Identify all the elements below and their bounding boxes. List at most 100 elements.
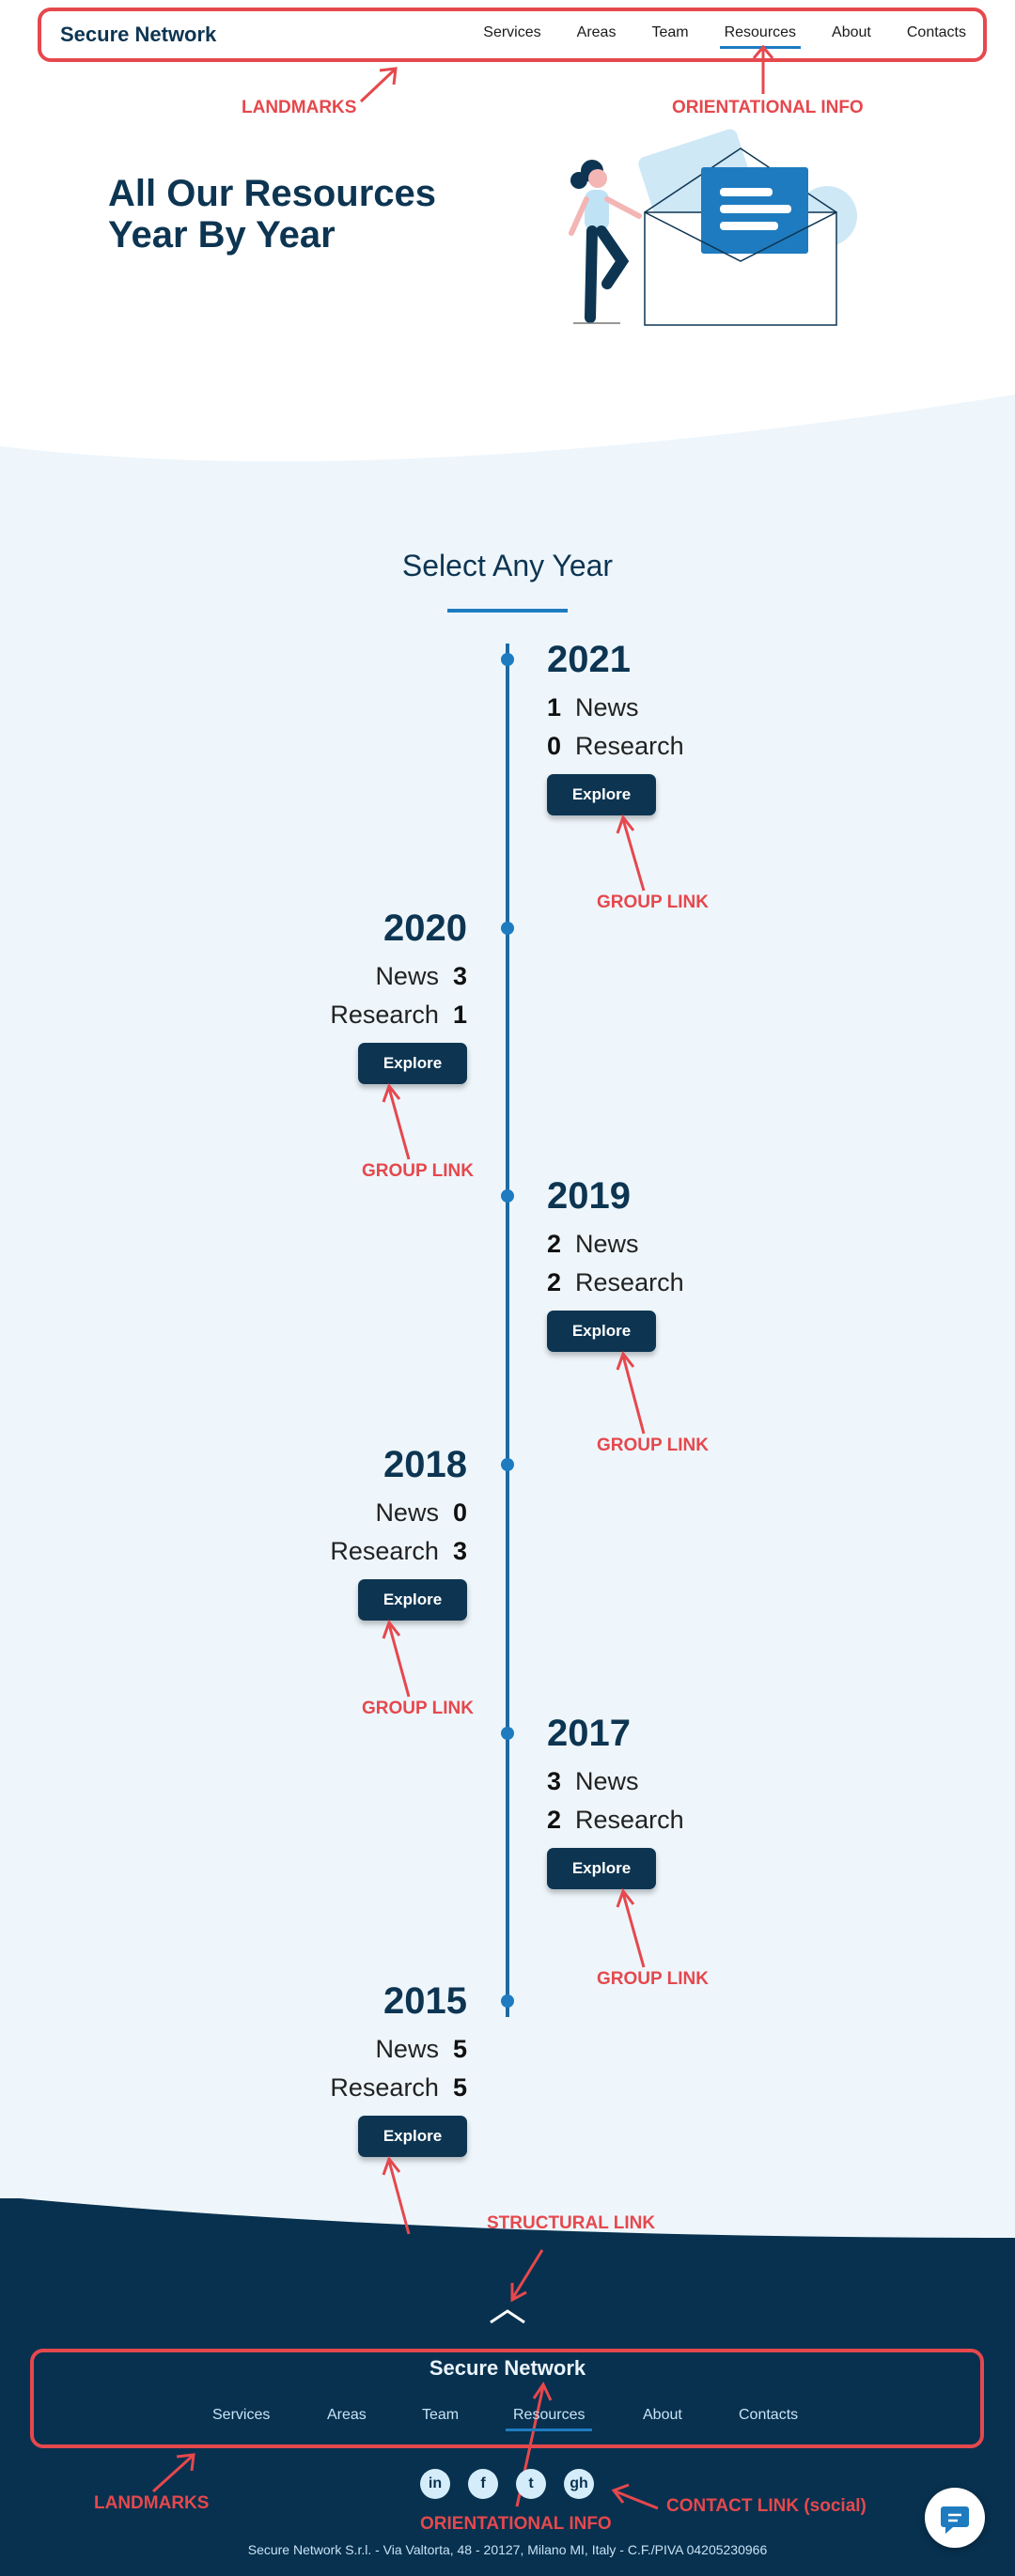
footer-brand[interactable]: Secure Network: [429, 2356, 586, 2380]
research-label: Research: [575, 1806, 684, 1834]
research-count: 2 Research: [547, 1806, 684, 1835]
news-label: News: [575, 1767, 639, 1795]
footer-link-contacts[interactable]: Contacts: [739, 2407, 799, 2423]
nav-link-areas[interactable]: Areas: [576, 24, 617, 40]
news-count: 2 News: [547, 1230, 639, 1259]
news-label: News: [375, 1498, 439, 1527]
research-count-value: 3: [452, 1537, 467, 1565]
timeline-line: [506, 644, 509, 2017]
news-label: News: [575, 1230, 639, 1258]
annotation-group-link: GROUP LINK: [362, 1699, 474, 1718]
research-label: Research: [575, 732, 684, 760]
research-label: Research: [330, 1001, 439, 1029]
annotation-landmarks: LANDMARKS: [242, 98, 357, 117]
news-count-value: 3: [547, 1767, 562, 1795]
explore-2018-button[interactable]: Explore: [358, 1579, 467, 1621]
annotation-group-link: GROUP LINK: [597, 1435, 709, 1455]
nav-links: Services Areas Team Resources About Cont…: [447, 24, 966, 49]
nav-link-resources[interactable]: Resources: [719, 24, 802, 49]
research-count-value: 5: [452, 2073, 467, 2102]
research-label: Research: [330, 2073, 439, 2102]
news-count-value: 0: [452, 1498, 467, 1527]
research-count-value: 2: [547, 1806, 562, 1834]
footer-link-about[interactable]: About: [643, 2407, 682, 2423]
explore-2020-button[interactable]: Explore: [358, 1043, 467, 1084]
research-count-value: 2: [547, 1268, 562, 1296]
chat-icon: [941, 2506, 969, 2534]
explore-2015-button[interactable]: Explore: [358, 2116, 467, 2157]
nav-link-contacts[interactable]: Contacts: [906, 24, 966, 40]
news-count-value: 5: [452, 2035, 467, 2063]
timeline-year: 2018: [383, 1444, 467, 1485]
news-count-value: 3: [452, 962, 467, 990]
news-label: News: [375, 962, 439, 990]
footer-top-curve: [0, 2189, 1015, 2238]
timeline-dot: [501, 922, 514, 935]
annotation-orientational-info: ORIENTATIONAL INFO: [672, 98, 864, 117]
timeline-year: 2020: [383, 908, 467, 949]
footer-navigation: [30, 2349, 984, 2448]
brand-logo[interactable]: Secure Network: [60, 23, 217, 46]
annotation-landmarks: LANDMARKS: [94, 2493, 210, 2513]
section-top-curve: [0, 395, 1015, 462]
research-label: Research: [575, 1268, 684, 1296]
nav-link-about[interactable]: About: [832, 24, 871, 40]
annotation-structural-link: STRUCTURAL LINK: [487, 2213, 656, 2233]
github-icon[interactable]: gh: [564, 2469, 594, 2499]
timeline-year: 2017: [547, 1713, 631, 1754]
timeline-year: 2021: [547, 639, 631, 680]
footer-link-team[interactable]: Team: [422, 2407, 460, 2423]
research-count: Research 1: [279, 1001, 467, 1030]
back-to-top-icon[interactable]: [487, 2304, 528, 2326]
research-count: Research 3: [279, 1537, 467, 1566]
news-count: 1 News: [547, 693, 639, 722]
timeline-dot: [501, 1994, 514, 2008]
news-label: News: [375, 2035, 439, 2063]
timeline-year: 2019: [547, 1175, 631, 1217]
annotation-group-link: GROUP LINK: [597, 892, 709, 912]
news-count: News 0: [279, 1498, 467, 1528]
linkedin-icon[interactable]: in: [420, 2469, 450, 2499]
annotation-group-link: GROUP LINK: [362, 1161, 474, 1181]
footer-link-areas[interactable]: Areas: [327, 2407, 367, 2423]
timeline-dot: [501, 1458, 514, 1471]
research-count-value: 1: [452, 1001, 467, 1029]
twitter-icon[interactable]: t: [516, 2469, 546, 2499]
footer-address: Secure Network S.r.l. - Via Valtorta, 48…: [247, 2542, 768, 2557]
chat-button[interactable]: [925, 2488, 985, 2548]
news-count: News 3: [279, 962, 467, 991]
main-navigation: Secure Network Services Areas Team Resou…: [38, 8, 987, 62]
facebook-icon[interactable]: f: [468, 2469, 498, 2499]
footer-link-services[interactable]: Services: [212, 2407, 271, 2423]
annotation-contact-link: CONTACT LINK (social): [666, 2496, 867, 2516]
explore-2021-button[interactable]: Explore: [547, 774, 656, 815]
footer: [0, 2198, 1015, 2576]
research-count: 0 Research: [547, 732, 684, 761]
footer-link-resources[interactable]: Resources: [505, 2407, 594, 2431]
hero-title: All Our Resources Year By Year: [108, 173, 437, 256]
research-count-value: 0: [547, 732, 562, 760]
news-count: News 5: [279, 2035, 467, 2064]
news-count-value: 1: [547, 693, 562, 722]
timeline-dot: [501, 1189, 514, 1203]
nav-link-team[interactable]: Team: [651, 24, 689, 40]
header-annotation-arrows: [359, 44, 774, 103]
research-count: 2 Research: [547, 1268, 684, 1297]
section-title: Select Any Year: [401, 549, 614, 582]
annotation-orientational-info: ORIENTATIONAL INFO: [420, 2514, 612, 2534]
timeline-year: 2015: [383, 1980, 467, 2022]
nav-link-services[interactable]: Services: [483, 24, 541, 40]
research-label: Research: [330, 1537, 439, 1565]
research-count: Research 5: [279, 2073, 467, 2103]
timeline-dot: [501, 1727, 514, 1740]
annotation-group-link: GROUP LINK: [597, 1969, 709, 1989]
envelope-illustration: [569, 129, 857, 326]
news-count-value: 2: [547, 1230, 562, 1258]
news-label: News: [575, 693, 639, 722]
news-count: 3 News: [547, 1767, 639, 1796]
explore-2017-button[interactable]: Explore: [547, 1848, 656, 1889]
timeline-dot: [501, 653, 514, 666]
explore-2019-button[interactable]: Explore: [547, 1311, 656, 1352]
section-title-underline: [447, 609, 568, 613]
